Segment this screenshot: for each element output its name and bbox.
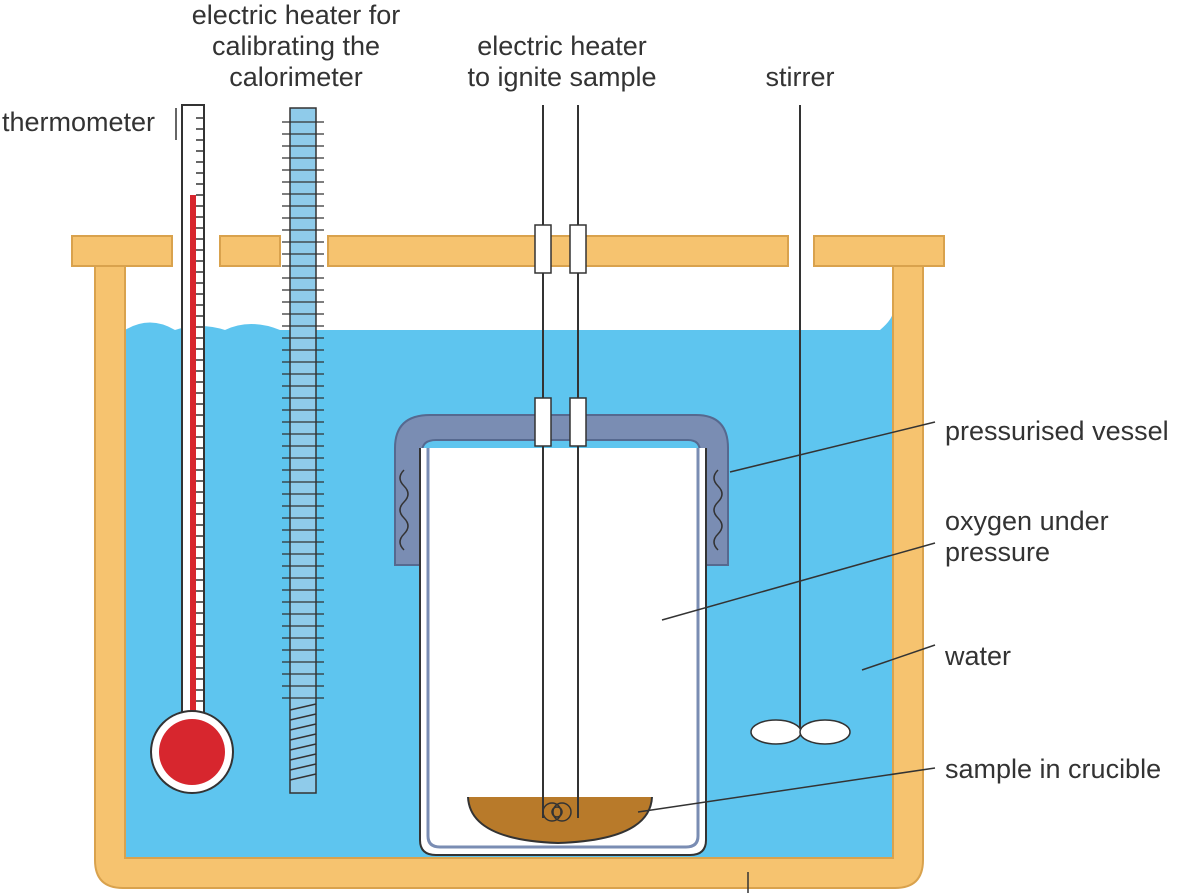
pressurised-vessel [394, 414, 729, 856]
thermometer-scale [196, 117, 204, 702]
label-calibration-heater-line1: electric heater for [192, 0, 401, 30]
label-ignition-heater-line1: electric heater [477, 31, 647, 61]
lid-segment-left [71, 235, 173, 267]
lid-segment-3 [327, 235, 789, 267]
thermometer [150, 104, 234, 794]
label-water: water [944, 641, 1011, 671]
wire-insulator-lid-left [534, 224, 552, 274]
leader-vessel [729, 421, 936, 473]
label-ignition-heater-line2: to ignite sample [467, 62, 656, 92]
wire-insulator-vessel-right [569, 397, 587, 447]
lid-segment-2 [219, 235, 281, 267]
vessel-thread-left [399, 469, 409, 551]
vessel-thread-right [713, 469, 723, 551]
heater-helix-turn [289, 743, 317, 751]
calibration-heater-rod [289, 107, 317, 794]
labels: thermometer electric heater for calibrat… [2, 0, 1169, 784]
heater-helix-turn [289, 733, 317, 741]
thermometer-mercury-column [190, 195, 196, 755]
leader-oxygen [661, 542, 936, 621]
heater-helix-turn [289, 773, 317, 781]
label-pressurised-vessel: pressurised vessel [945, 416, 1169, 446]
leader-sample [637, 767, 936, 813]
wire-insulator-vessel-left [534, 397, 552, 447]
ignition-heater [534, 105, 587, 822]
container-lid [71, 235, 945, 267]
label-oxygen-line2: pressure [945, 537, 1050, 567]
label-calibration-heater-line2: calibrating the [212, 31, 380, 61]
stirrer [750, 105, 851, 745]
label-calibration-heater-line3: calorimeter [229, 62, 363, 92]
calibration-heater-coil [282, 121, 324, 781]
lid-segment-right [813, 235, 945, 267]
label-oxygen-line1: oxygen under [945, 506, 1109, 536]
stirrer-blade-left [750, 719, 802, 745]
vessel-body-inner [426, 448, 700, 849]
heater-helix-turn [289, 753, 317, 761]
thermometer-bulb [159, 719, 225, 785]
wire-insulator-lid-right [569, 224, 587, 274]
label-stirrer: stirrer [766, 62, 835, 92]
stirrer-blade-right [799, 719, 851, 745]
heater-helix-turn [289, 723, 317, 731]
heater-helix-turn [289, 703, 317, 711]
calibration-heater [282, 107, 324, 794]
leader-lines [175, 108, 936, 893]
label-sample: sample in crucible [945, 754, 1161, 784]
ignition-coil [542, 802, 572, 822]
sample [468, 797, 652, 843]
crucible [467, 796, 653, 845]
label-thermometer: thermometer [2, 107, 155, 137]
heater-helix-turn [289, 763, 317, 771]
crucible-rim [467, 796, 653, 845]
heater-helix-turn [289, 713, 317, 721]
leader-water [861, 644, 936, 671]
